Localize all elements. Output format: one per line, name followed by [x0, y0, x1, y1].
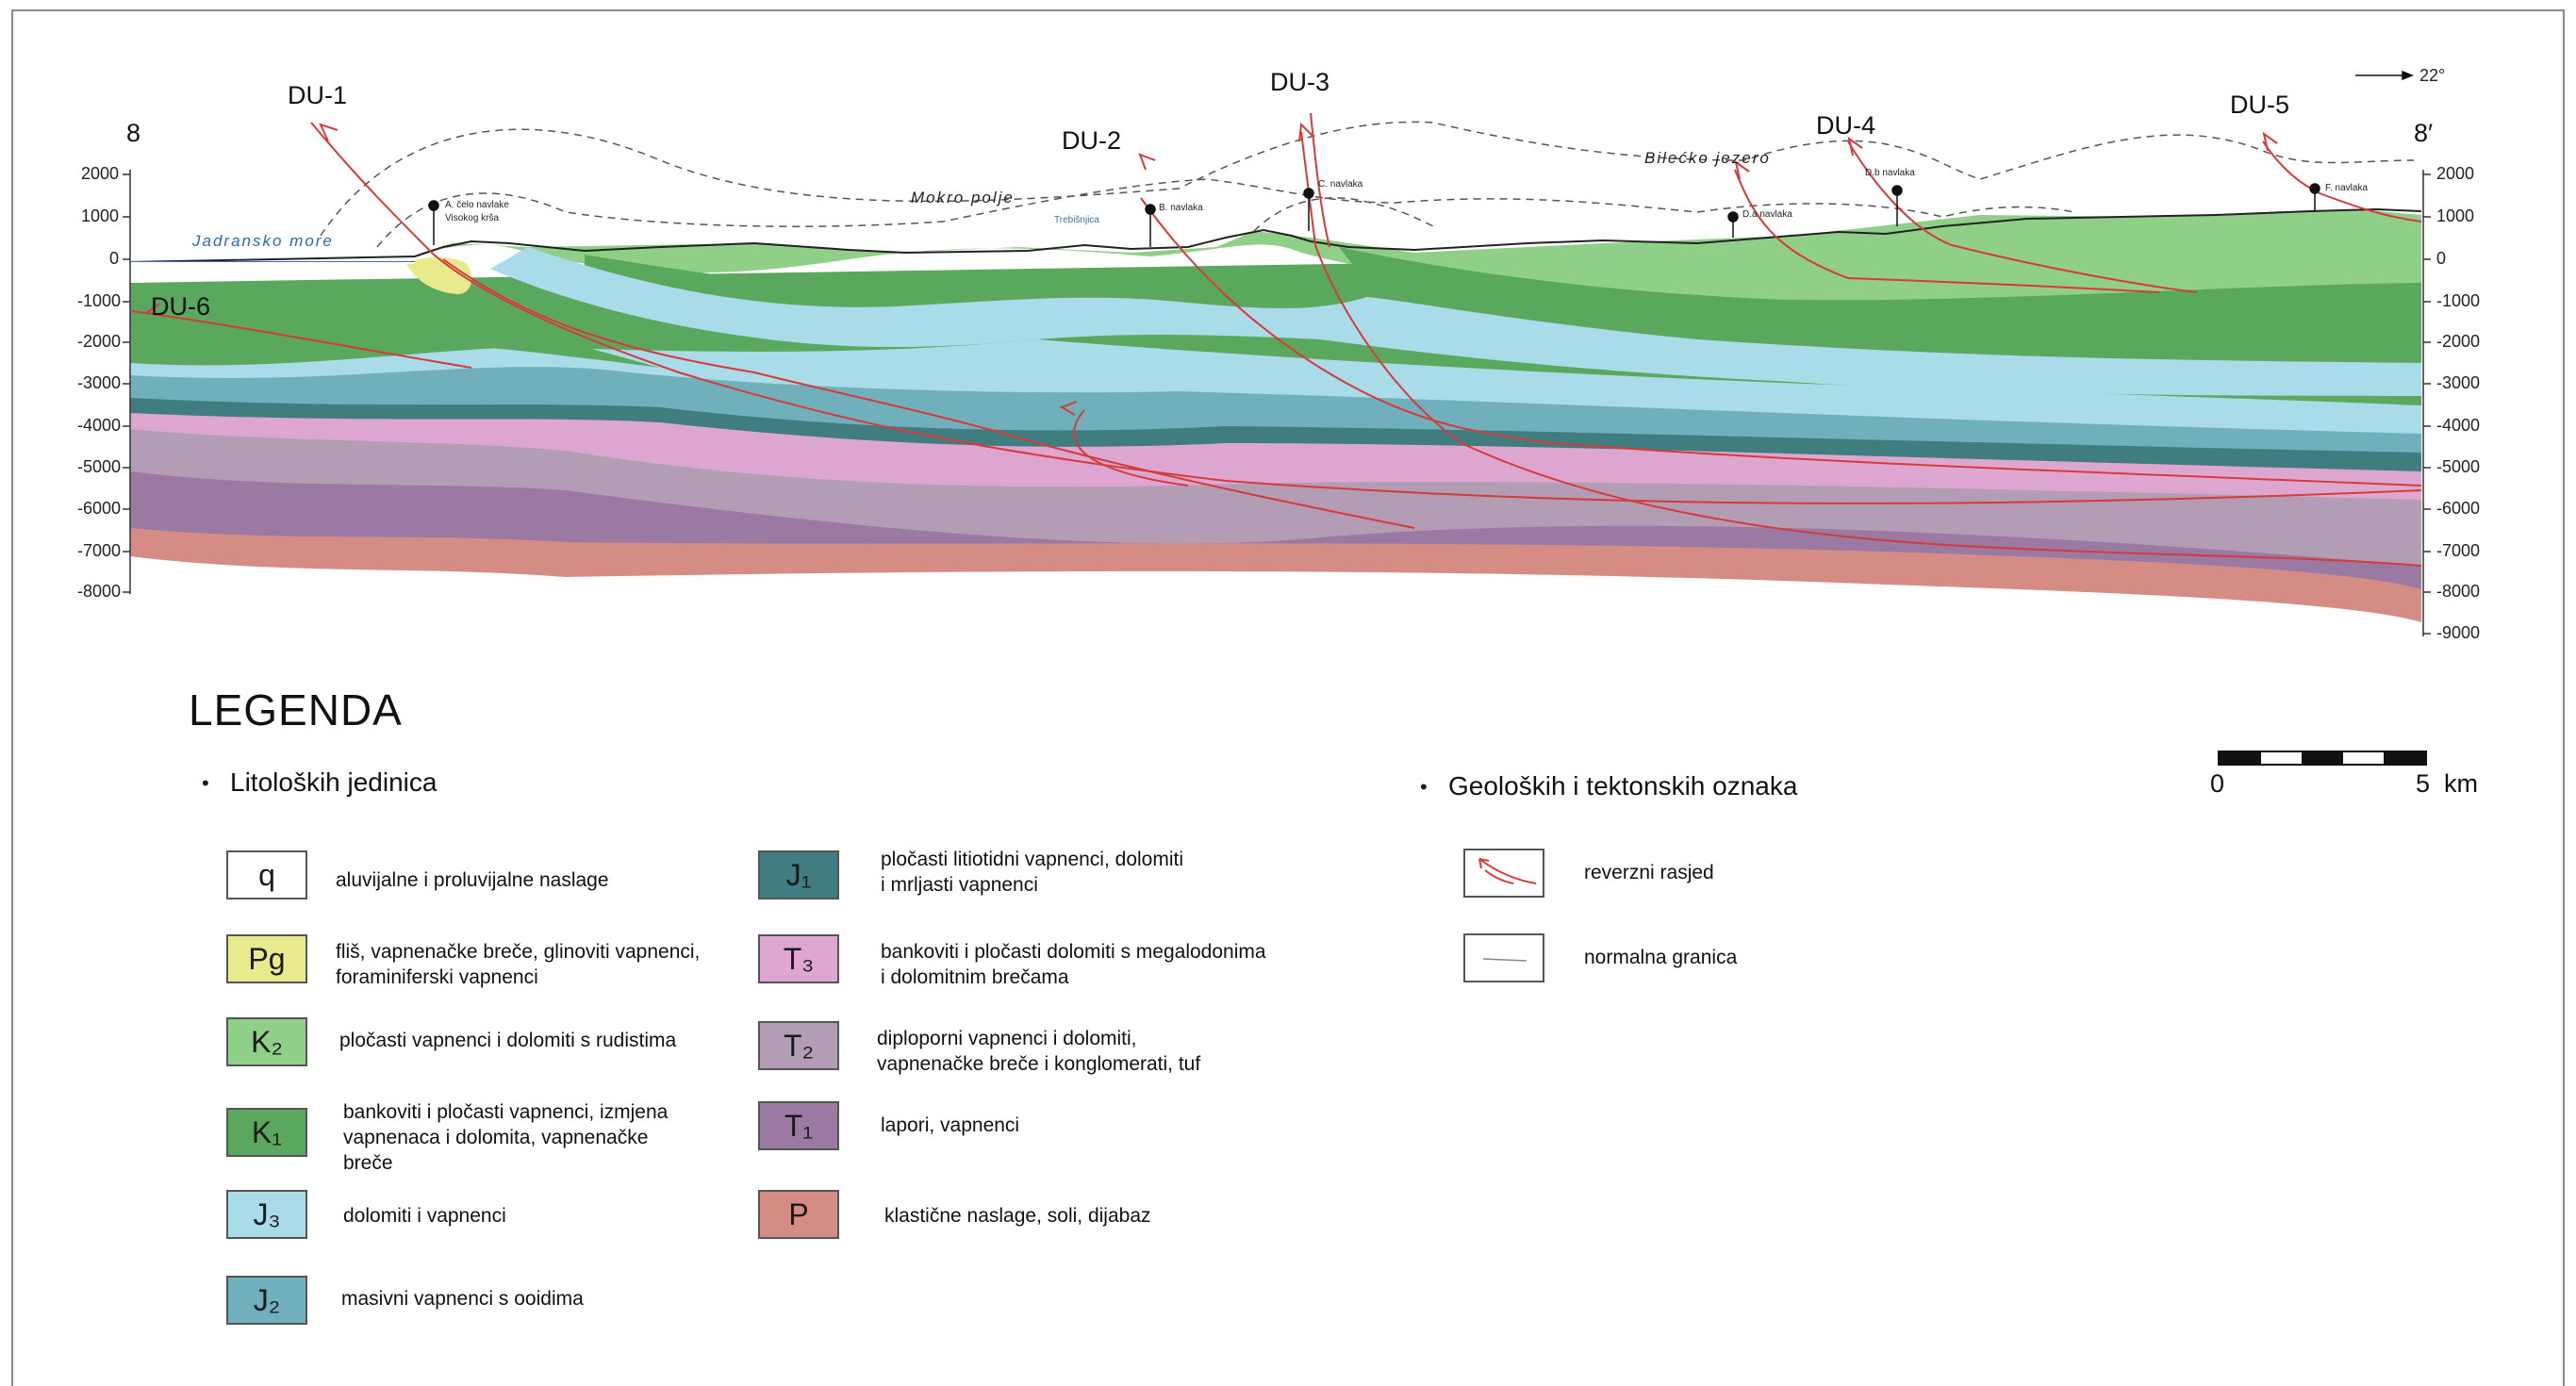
figure-frame [11, 9, 2565, 1386]
depth-label: -8000 [2436, 582, 2481, 601]
fault-label-du2: DU-2 [1062, 126, 1122, 155]
eroded-surface-3 [1253, 197, 1434, 232]
scale-bar [2218, 751, 2427, 766]
depth-label: -9000 [2436, 623, 2481, 642]
place-field: Mokro polje [911, 189, 1015, 206]
legend-desc-P: klastične naslage, soli, dijabaz [884, 1205, 1151, 1227]
direction-label: 22° [2419, 66, 2446, 85]
legend-desc-K2: pločasti vapnenci i dolomiti s rudistima [339, 1030, 677, 1051]
fault-label-du1: DU-1 [288, 81, 348, 109]
bullet: • [1420, 775, 1428, 799]
place-sea: Jadransko more [192, 232, 334, 250]
place-river: Trebišnjica [1054, 215, 1099, 225]
depth-label: -7000 [77, 541, 122, 560]
scale-five: 5 [2416, 769, 2431, 798]
legend-swatch-J1: J₁ [758, 850, 839, 899]
nappe-label-db: D.b navlaka [1865, 168, 1915, 178]
depth-label: -5000 [77, 457, 122, 476]
legend-lithology-title: Litoloških jedinica [230, 767, 438, 797]
legend-swatch-T3: T₃ [758, 934, 839, 983]
band-K1-east [1339, 247, 2421, 335]
fault-lines [131, 112, 2422, 567]
depth-label: -3000 [2436, 373, 2481, 392]
legend-swatch-K1: K₁ [226, 1108, 307, 1157]
nappe-label-da: D.a navlaka [1742, 209, 1792, 220]
band-K1-dip [132, 283, 660, 368]
depth-label: -7000 [2436, 541, 2481, 560]
depth-label: 0 [2436, 249, 2447, 268]
direction-arrow [2355, 70, 2415, 81]
topography [129, 207, 2422, 263]
depth-label: 2000 [2436, 164, 2475, 183]
band-J3-upper [490, 247, 2421, 396]
legend-swatch-T2: T₂ [758, 1021, 839, 1070]
scale-unit: km [2444, 769, 2478, 798]
depth-label: -4000 [2436, 416, 2481, 435]
legend-swatch-reverse-fault [1463, 849, 1544, 898]
section-start-label: 8 [126, 119, 141, 147]
legend-swatch-normal-boundary [1463, 933, 1544, 982]
legend-swatch-J2: J₂ [226, 1276, 307, 1325]
legend-swatch-P: P [758, 1190, 839, 1239]
depth-label: -1000 [77, 291, 122, 310]
fault-label-du5: DU-5 [2230, 91, 2290, 119]
legend-swatch-K2: K₂ [226, 1017, 307, 1066]
legend-mark-reverse-fault: reverzni rasjed [1584, 862, 1714, 883]
cross-section [123, 70, 2431, 636]
depth-axis-left [123, 170, 131, 594]
nappe-label-a2: Visokog krša [445, 213, 500, 223]
legend-desc-J2: masivni vapnenci s ooidima [341, 1288, 584, 1310]
depth-axis-right [2422, 170, 2431, 636]
legend-swatch-Pg: Pg [226, 934, 307, 983]
legend-swatch-q: q [226, 850, 307, 899]
fault-label-du4: DU-4 [1816, 111, 1876, 140]
eroded-surface-1 [320, 121, 2415, 237]
depth-label: -3000 [77, 373, 122, 392]
legend-swatch-T1: T₁ [758, 1101, 839, 1150]
nappe-label-c: C. navlaka [1318, 179, 1363, 190]
legend-desc-T2: diploporni vapnenci i dolomiti,vapnenačk… [877, 1028, 1201, 1075]
depth-label: -6000 [2436, 499, 2481, 518]
legend-desc-Pg: fliš, vapnenačke breče, glinoviti vapnen… [336, 941, 701, 988]
depth-label: -8000 [77, 582, 122, 601]
depth-label: -1000 [2436, 291, 2481, 310]
depth-label: -4000 [77, 416, 122, 435]
fault-label-du6: DU-6 [151, 292, 211, 321]
scale-zero: 0 [2210, 769, 2225, 798]
eroded-surface-2 [376, 178, 2075, 248]
section-end-label: 8′ [2414, 119, 2434, 147]
legend-title: LEGENDA [189, 685, 403, 734]
legend-swatch-J3: J₃ [226, 1190, 307, 1239]
place-lake: Bilećko jezero [1644, 149, 1771, 167]
depth-label: 0 [109, 249, 120, 268]
legend-desc-q: aluvijalne i proluvijalne naslage [336, 869, 609, 891]
legend-desc-J3: dolomiti i vapnenci [343, 1205, 506, 1227]
fault-label-du3: DU-3 [1270, 68, 1330, 96]
reverse-fault-icon [1478, 858, 1537, 884]
bullet: • [202, 771, 209, 795]
depth-label: -5000 [2436, 457, 2481, 476]
nappe-label-a: A. čelo navlake [445, 200, 509, 210]
depth-label: -2000 [77, 332, 122, 351]
depth-label: -6000 [77, 499, 122, 518]
legend-mark-normal-boundary: normalna granica [1584, 947, 1738, 968]
sea-area [130, 262, 415, 266]
legend-marks-title: Geoloških i tektonskih oznaka [1448, 771, 1798, 800]
depth-label: -2000 [2436, 332, 2481, 351]
nappe-markers [428, 183, 2320, 247]
legend-desc-T3: bankoviti i pločasti dolomiti s megalodo… [881, 941, 1266, 988]
fault-arrows [143, 122, 2278, 416]
depth-label: 1000 [2436, 206, 2475, 225]
legend-desc-T1: lapori, vapnenci [881, 1114, 1020, 1136]
normal-boundary-icon [1482, 958, 1527, 962]
nappe-label-f: F. navlaka [2325, 183, 2369, 193]
nappe-label-b: B. navlaka [1159, 203, 1203, 213]
depth-label: 1000 [81, 206, 120, 225]
depth-label: 2000 [81, 164, 120, 183]
